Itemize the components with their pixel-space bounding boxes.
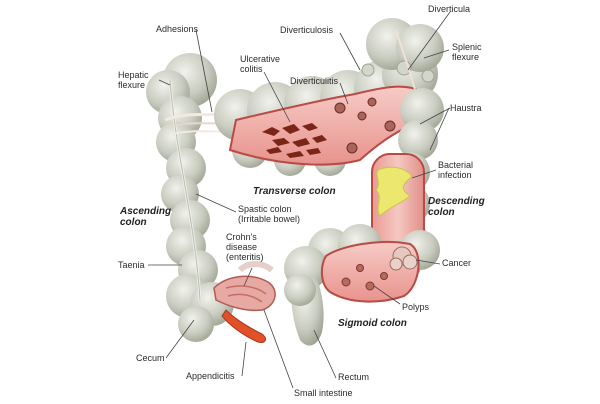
polyps: [341, 264, 388, 291]
label-cecum: Cecum: [136, 353, 165, 363]
diverticulitis-pockets: [334, 97, 396, 154]
label-polyps: Polyps: [402, 302, 430, 312]
small-intestine: [213, 261, 276, 312]
label-taenia: Taenia: [118, 260, 145, 270]
label-sigmoid-colon: Sigmoid colon: [338, 318, 407, 329]
ulcerative-colitis-lesions: [262, 123, 327, 158]
label-cancer: Cancer: [442, 258, 472, 268]
leader-lines: [148, 11, 451, 389]
transverse-colon: [214, 18, 444, 176]
label-rectum: Rectum: [338, 372, 370, 382]
label-diverticula: Diverticula: [428, 4, 471, 14]
label-adhesions: Adhesions: [156, 24, 199, 34]
label-small-intestine: Small intestine: [294, 388, 353, 398]
cancer-mass: [389, 246, 418, 271]
label-diverticulitis: Diverticulitis: [290, 76, 339, 86]
label-haustra: Haustra: [450, 103, 482, 113]
sigmoid-colon: [284, 224, 440, 303]
label-appendicitis: Appendicitis: [186, 371, 235, 381]
bacterial-infection-area: [375, 166, 413, 217]
label-spastic-colon: Spastic colon(Irritable bowel): [238, 204, 301, 224]
rectum: [284, 274, 324, 346]
label-diverticulosis: Diverticulosis: [280, 25, 334, 35]
appendix: [221, 309, 266, 343]
descending-colon: [371, 88, 444, 265]
label-transverse-colon: Transverse colon: [253, 186, 336, 197]
